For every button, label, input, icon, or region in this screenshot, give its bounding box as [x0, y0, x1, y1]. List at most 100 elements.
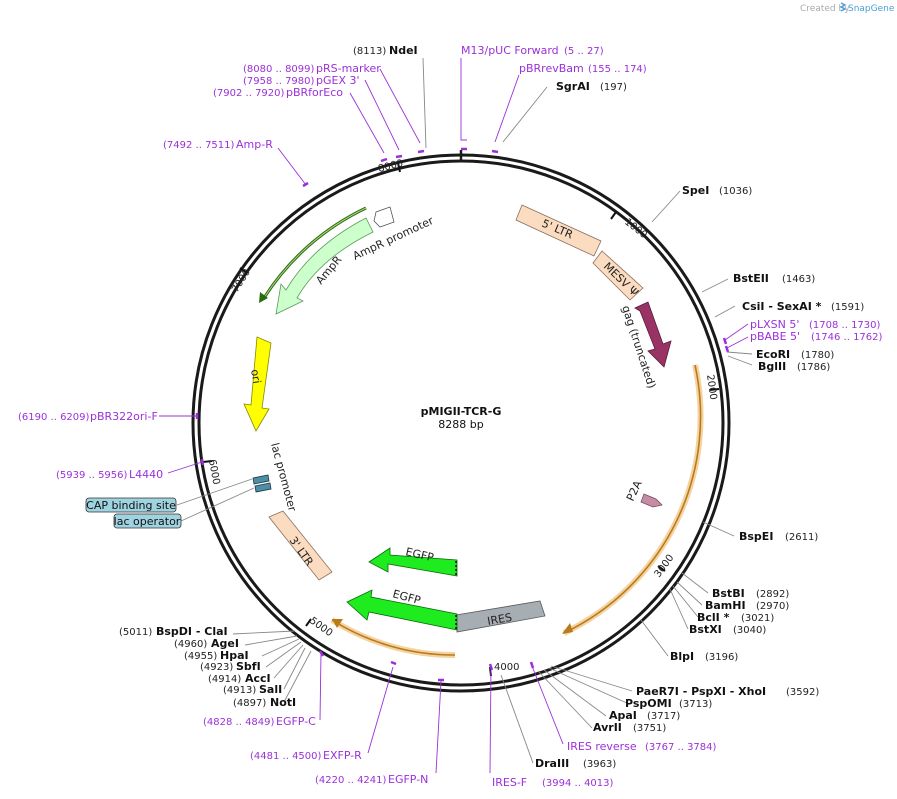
primer-name: EGFP-C	[276, 715, 316, 728]
primer-range: (1746 .. 1762)	[811, 332, 883, 343]
primer-range: (3994 .. 4013)	[542, 778, 614, 789]
site-pos: (197)	[600, 82, 627, 93]
site-name: BclI *	[697, 611, 730, 624]
primer-range: (5939 .. 5956)	[56, 470, 128, 481]
primer-mark	[390, 660, 397, 666]
site-name: SbfI	[236, 660, 261, 673]
primer-mark	[318, 650, 325, 657]
site-name: EcoRI	[756, 348, 790, 361]
primer-leaders	[159, 58, 749, 774]
site-name: NotI	[270, 696, 296, 709]
site-pos: (1780)	[801, 350, 834, 361]
insert-arc	[563, 364, 702, 634]
cap-binding-site-box	[85, 497, 177, 513]
plasmid-length: 8288 bp	[438, 418, 483, 431]
primer-name: pRS-marker	[316, 62, 381, 75]
insert-arc-arrowhead	[562, 623, 573, 634]
site-pos: (4960)	[174, 639, 207, 650]
site-pos: (4923)	[200, 662, 233, 673]
tick-label: 6000	[206, 459, 221, 486]
site-name: NdeI	[389, 44, 418, 57]
primer-name: IRES reverse	[567, 740, 637, 753]
site-name: PaeR7I - PspXI - XhoI	[636, 685, 766, 698]
primer-range: (3767 .. 3784)	[645, 742, 717, 753]
site-name: AgeI	[211, 637, 239, 650]
primer-name: pBRforEco	[286, 86, 343, 99]
site-name: BspDI - ClaI	[156, 625, 228, 638]
credit-text: Created by	[800, 4, 850, 14]
site-pos: (4914)	[208, 674, 241, 685]
primer-name: pBABE 5'	[750, 330, 800, 343]
site-name: PspOMI	[625, 697, 672, 710]
site-pos: (4913)	[223, 685, 256, 696]
site-pos: (1036)	[719, 186, 752, 197]
primer-range: (7902 .. 7920)	[213, 88, 285, 99]
feature-label: EGFP	[404, 545, 435, 564]
site-pos: (3592)	[786, 687, 819, 698]
feature-lac-operator	[254, 482, 272, 493]
primer-range: (6190 .. 6209)	[18, 412, 90, 423]
feature-label: MESV Ψ	[601, 260, 641, 300]
credit: Created by SnapGene	[800, 2, 895, 14]
site-pos: (1463)	[782, 274, 815, 285]
tick-label: 2000	[704, 374, 718, 401]
site-pos: (4955)	[184, 651, 217, 662]
cap-binding-site-label: CAP binding site	[86, 499, 176, 512]
site-pos: (3717)	[647, 711, 680, 722]
feature-p2a	[640, 493, 663, 508]
primer-name: pBRrevBam	[519, 62, 584, 75]
small-arc	[331, 619, 456, 656]
primer-name: M13/pUC Forward	[461, 44, 559, 57]
feature-ori	[243, 336, 272, 432]
site-leaders	[232, 57, 753, 764]
snapgene-logo-icon	[839, 2, 847, 12]
tick-label: 4000	[494, 662, 519, 673]
site-name: HpaI	[220, 649, 249, 662]
primer-mark	[200, 458, 205, 466]
primer-mark	[380, 157, 388, 163]
feature-ampr	[275, 217, 374, 315]
site-name: BstBI	[712, 587, 745, 600]
primer-name: pLXSN 5'	[750, 318, 799, 331]
site-pos: (1786)	[797, 362, 830, 373]
feature-lac-promoter	[252, 474, 270, 485]
primer-range: (4481 .. 4500)	[250, 751, 322, 762]
primer-name: pGEX 3'	[316, 74, 360, 87]
site-pos: (5011)	[119, 627, 152, 638]
primer-range: (1708 .. 1730)	[809, 320, 881, 331]
boxed-labels: CAP binding site lac operator	[85, 497, 182, 529]
primer-range: (8080 .. 8099)	[243, 64, 315, 75]
site-name: ApaI	[609, 709, 637, 722]
primer-mark	[395, 154, 403, 159]
site-pos: (1591)	[831, 302, 864, 313]
site-name: SalI	[259, 683, 282, 696]
primer-range: (4220 .. 4241)	[315, 775, 387, 786]
primer-mark	[417, 149, 425, 154]
primer-range: (7492 .. 7511)	[163, 140, 235, 151]
site-pos: (3040)	[733, 625, 766, 636]
site-pos: (3963)	[583, 759, 616, 770]
site-name: AccI	[245, 672, 271, 685]
primer-name: IRES-F	[492, 776, 527, 789]
lac-operator-box	[113, 513, 182, 529]
primer-range: (155 .. 174)	[588, 64, 647, 75]
site-pos: (4897)	[233, 698, 266, 709]
feature-label: lac promoter	[268, 441, 299, 513]
site-pos: (2611)	[785, 532, 818, 543]
backbone	[191, 150, 731, 693]
feature-label: IRES	[486, 611, 513, 628]
site-name: DraIII	[535, 757, 569, 770]
lac-operator-label: lac operator	[114, 515, 181, 528]
primer-mark	[724, 345, 730, 353]
primer-name: EXFP-R	[323, 749, 362, 762]
primer-range: (5 .. 27)	[564, 46, 604, 57]
site-name: BamHI	[705, 599, 746, 612]
site-pos: (3713)	[679, 699, 712, 710]
primer-range: (4828 .. 4849)	[203, 717, 275, 728]
primer-name: pBR322ori-F	[90, 410, 158, 423]
site-pos: (2970)	[756, 601, 789, 612]
site-name: CsiI - SexAI *	[742, 300, 822, 313]
site-name: AvrII	[593, 721, 622, 734]
primer-name: EGFP-N	[388, 773, 428, 786]
